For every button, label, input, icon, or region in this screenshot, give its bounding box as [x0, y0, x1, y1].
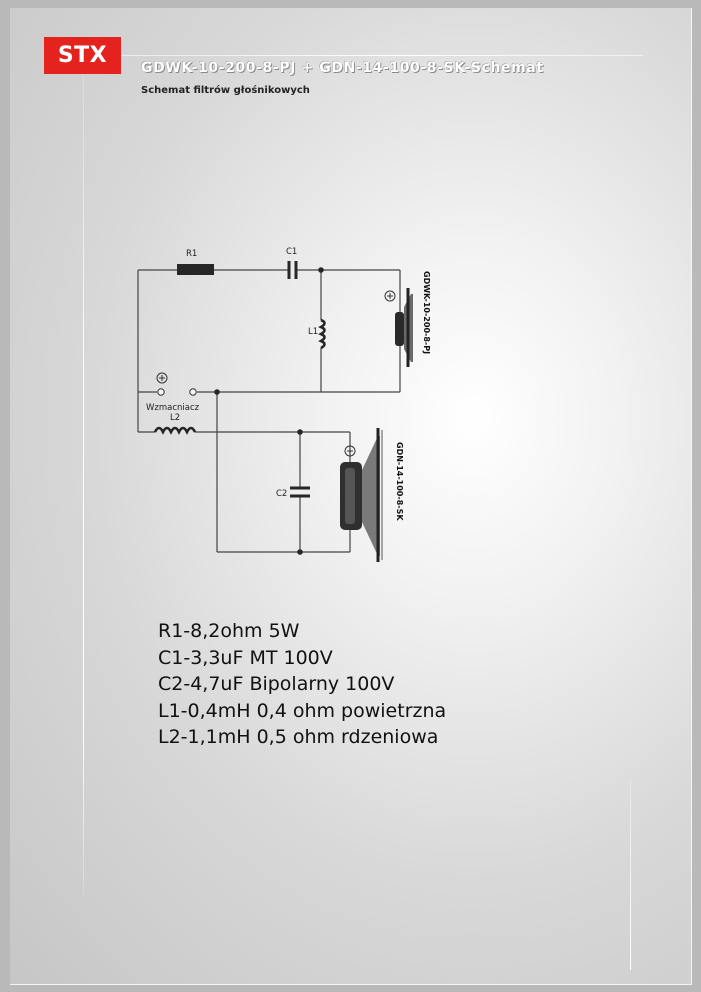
capacitor-c2 — [290, 486, 310, 498]
inductor-l2 — [153, 426, 197, 435]
spec-c1: C1-3,3uF MT 100V — [158, 646, 333, 669]
spec-c2: C2-4,7uF Bipolarny 100V — [158, 673, 395, 695]
component-list: R1-8,2ohm 5W C1-3,3uF MT 100V C2-4,7uF B… — [158, 618, 446, 751]
label-c2: C2 — [276, 489, 287, 499]
page-subtitle: Schemat filtrów głośnikowych — [141, 85, 310, 96]
label-r1: R1 — [186, 249, 197, 259]
tweeter-icon — [384, 288, 413, 367]
page-title: GDWK-10-200-8-PJ + GDN-14-100-8-SK-Schem… — [141, 60, 544, 76]
frame-line-top — [83, 55, 643, 56]
plus-icon — [156, 372, 168, 384]
woofer-icon — [340, 428, 383, 562]
resistor-r1 — [177, 264, 214, 275]
label-l1: L1 — [308, 327, 318, 337]
frame-line-left — [83, 55, 84, 895]
stx-logo: STX — [44, 37, 121, 74]
junction-dots — [214, 267, 324, 555]
label-tweeter: GDWK-10-200-8-PJ — [422, 271, 431, 354]
inductor-l1 — [318, 318, 326, 350]
spec-l2: L2-1,1mH 0,5 ohm rdzeniowa — [158, 726, 439, 748]
spec-l1: L1-0,4mH 0,4 ohm powietrzna — [158, 699, 447, 722]
frame-line-right — [630, 780, 631, 970]
label-woofer: GDN-14-100-8-SK — [395, 442, 404, 521]
amp-terminals — [157, 388, 197, 396]
label-l2: L2 — [170, 413, 180, 423]
capacitor-c1 — [287, 261, 298, 279]
spec-r1: R1-8,2ohm 5W — [158, 620, 300, 642]
label-amp: Wzmacniacz — [146, 403, 200, 413]
label-c1: C1 — [286, 247, 297, 257]
